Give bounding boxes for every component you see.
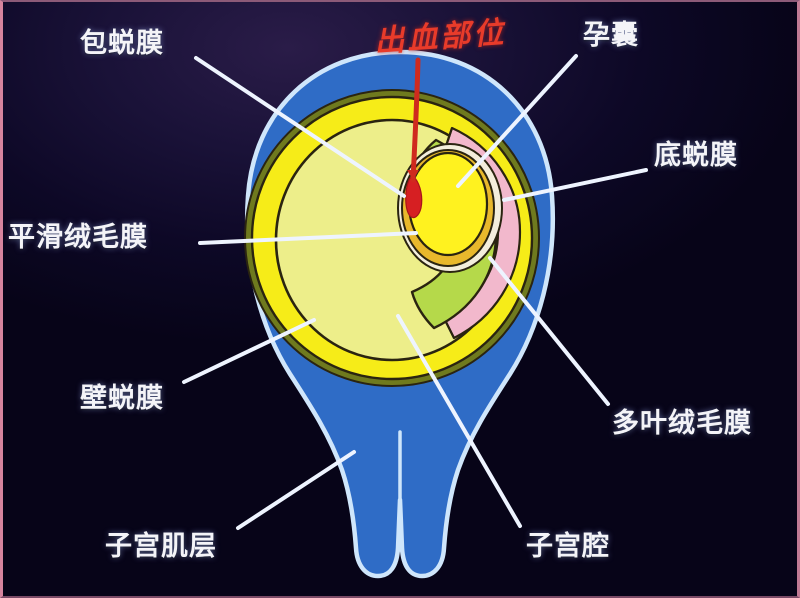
leader-uterine-cavity [396, 314, 522, 528]
leader-chorion-frondosum [488, 256, 610, 406]
label-chorion-frondosum: 多叶绒毛膜 [612, 408, 752, 439]
label-gestational-sac: 孕囊 [583, 20, 639, 51]
leader-gestational-sac [456, 54, 578, 188]
label-uterine-cavity: 子宫腔 [526, 531, 610, 562]
label-parietal-decidua: 壁蜕膜 [80, 383, 164, 414]
leader-chorion-laeve [198, 231, 418, 245]
leader-capsular-decidua [194, 56, 406, 198]
leader-lines [182, 54, 648, 530]
label-chorion-laeve: 平滑绒毛膜 [8, 222, 148, 253]
leader-basal-decidua [502, 168, 648, 202]
label-basal-decidua: 底蜕膜 [654, 140, 738, 171]
handwritten-bleeding-site-annotation: 出血部位 [373, 15, 508, 60]
leader-myometrium [236, 450, 356, 530]
basal-decidua-seam-top [445, 127, 453, 147]
bleeding-site-arrow [407, 57, 421, 183]
leader-parietal-decidua [182, 318, 316, 384]
label-capsular-decidua: 包蜕膜 [80, 28, 164, 59]
label-myometrium: 子宫肌层 [105, 531, 217, 562]
